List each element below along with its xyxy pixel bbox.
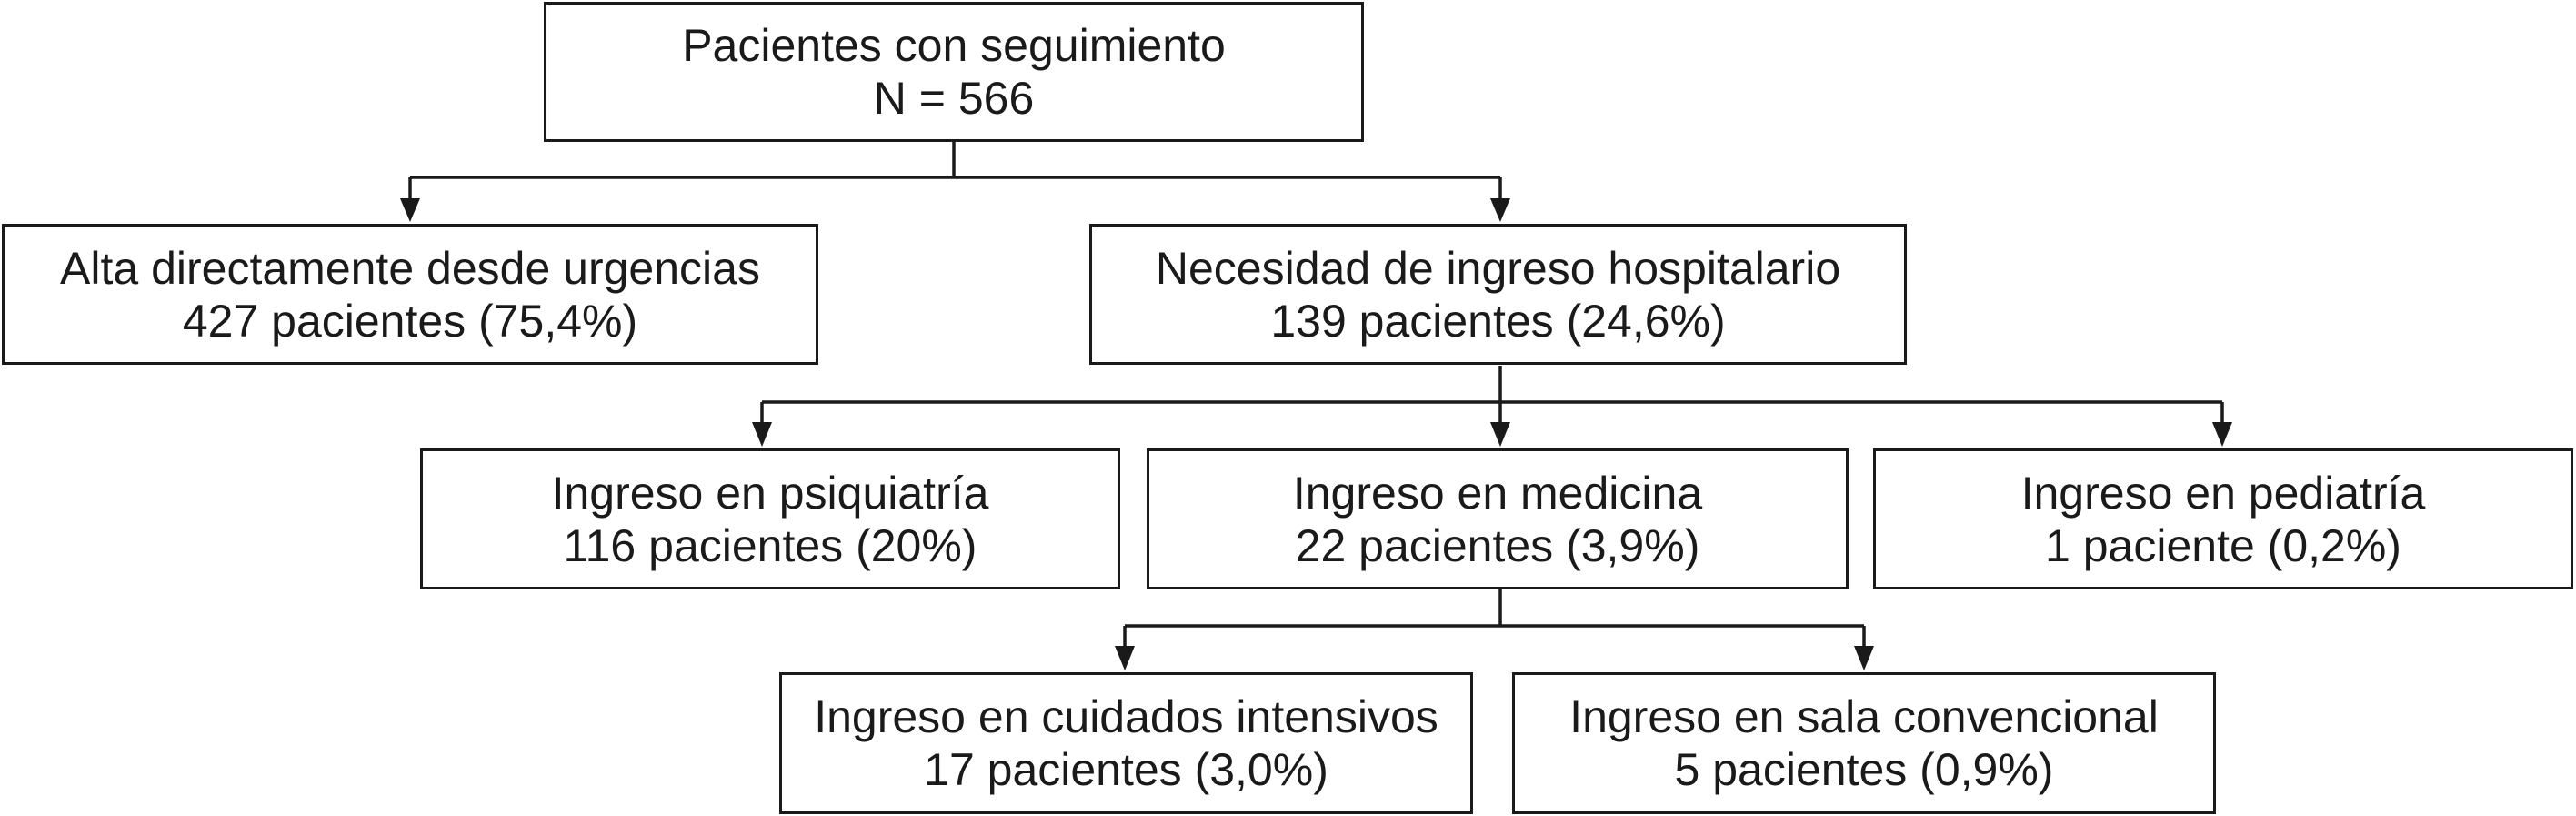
box-pacientes-seguimiento: Pacientes con seguimiento N = 566 xyxy=(544,2,1364,142)
box-ingreso-psiquiatria: Ingreso en psiquiatría 116 pacientes (20… xyxy=(420,448,1120,589)
box-title: Ingreso en cuidados intensivos xyxy=(814,691,1438,742)
box-sala-convencional: Ingreso en sala convencional 5 pacientes… xyxy=(1512,672,2216,814)
box-count: 1 paciente (0,2%) xyxy=(2045,519,2401,571)
arrowhead-medicina xyxy=(1490,422,1510,447)
box-title: Necesidad de ingreso hospitalario xyxy=(1155,242,1841,294)
arrowhead-alta xyxy=(400,198,420,222)
box-ingreso-pediatria: Ingreso en pediatría 1 paciente (0,2%) xyxy=(1873,448,2573,589)
box-title: Ingreso en pediatría xyxy=(2020,467,2426,519)
box-title: Ingreso en sala convencional xyxy=(1569,691,2159,742)
box-cuidados-intensivos: Ingreso en cuidados intensivos 17 pacien… xyxy=(779,672,1473,814)
arrowhead-pediatria xyxy=(2212,422,2232,447)
box-title: Alta directamente desde urgencias xyxy=(60,242,760,294)
box-count: 116 pacientes (20%) xyxy=(563,519,977,571)
box-count: 139 pacientes (24,6%) xyxy=(1270,295,1726,347)
box-alta-urgencias: Alta directamente desde urgencias 427 pa… xyxy=(2,224,818,365)
box-title: Ingreso en medicina xyxy=(1292,467,1703,519)
arrowhead-psiquiatria xyxy=(752,422,772,447)
box-ingreso-hospitalario: Necesidad de ingreso hospitalario 139 pa… xyxy=(1089,224,1907,365)
box-title: Ingreso en psiquiatría xyxy=(551,467,989,519)
arrowhead-ingreso xyxy=(1490,198,1510,222)
arrowhead-sala xyxy=(1854,646,1874,670)
box-title: Pacientes con seguimiento xyxy=(682,20,1226,71)
box-count: 17 pacientes (3,0%) xyxy=(924,744,1328,795)
box-count: 427 pacientes (75,4%) xyxy=(182,295,638,347)
box-count: N = 566 xyxy=(873,73,1035,124)
box-ingreso-medicina: Ingreso en medicina 22 pacientes (3,9%) xyxy=(1147,448,1849,589)
arrowhead-uci xyxy=(1115,646,1135,670)
box-count: 5 pacientes (0,9%) xyxy=(1674,744,2054,795)
box-count: 22 pacientes (3,9%) xyxy=(1295,519,1700,571)
